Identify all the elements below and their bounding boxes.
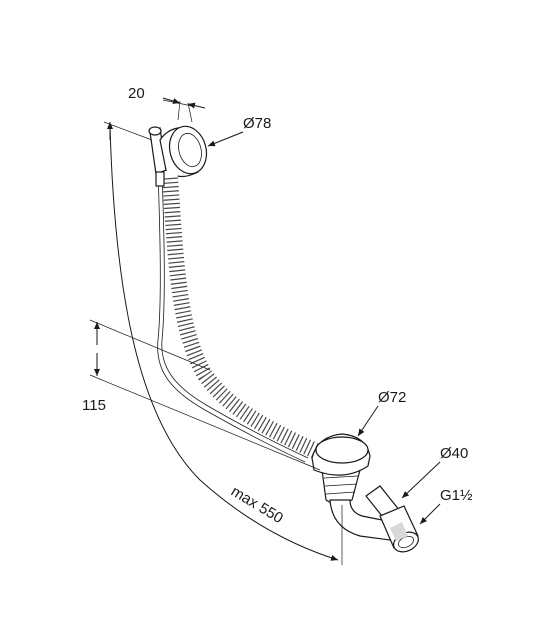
label-diameter-78: Ø78 <box>243 115 271 132</box>
corrugated-hose <box>162 170 326 460</box>
dim-diameter-40: Ø40 <box>401 445 468 499</box>
dim-height-115: 115 <box>82 319 321 471</box>
dim-diameter-78: Ø78 <box>207 115 271 147</box>
dim-width-20: 20 <box>128 85 206 123</box>
waste-valve <box>311 433 419 553</box>
label-diameter-72: Ø72 <box>378 389 406 406</box>
label-max-length: max 550 <box>228 483 286 527</box>
dim-thread: G1½ <box>419 487 473 525</box>
label-height-115: 115 <box>82 397 106 414</box>
bowden-cable <box>155 171 309 463</box>
overflow-head <box>148 125 208 178</box>
label-width-20: 20 <box>128 85 145 102</box>
label-diameter-40: Ø40 <box>440 445 468 462</box>
label-thread: G1½ <box>440 487 473 504</box>
dim-diameter-72: Ø72 <box>357 389 406 437</box>
